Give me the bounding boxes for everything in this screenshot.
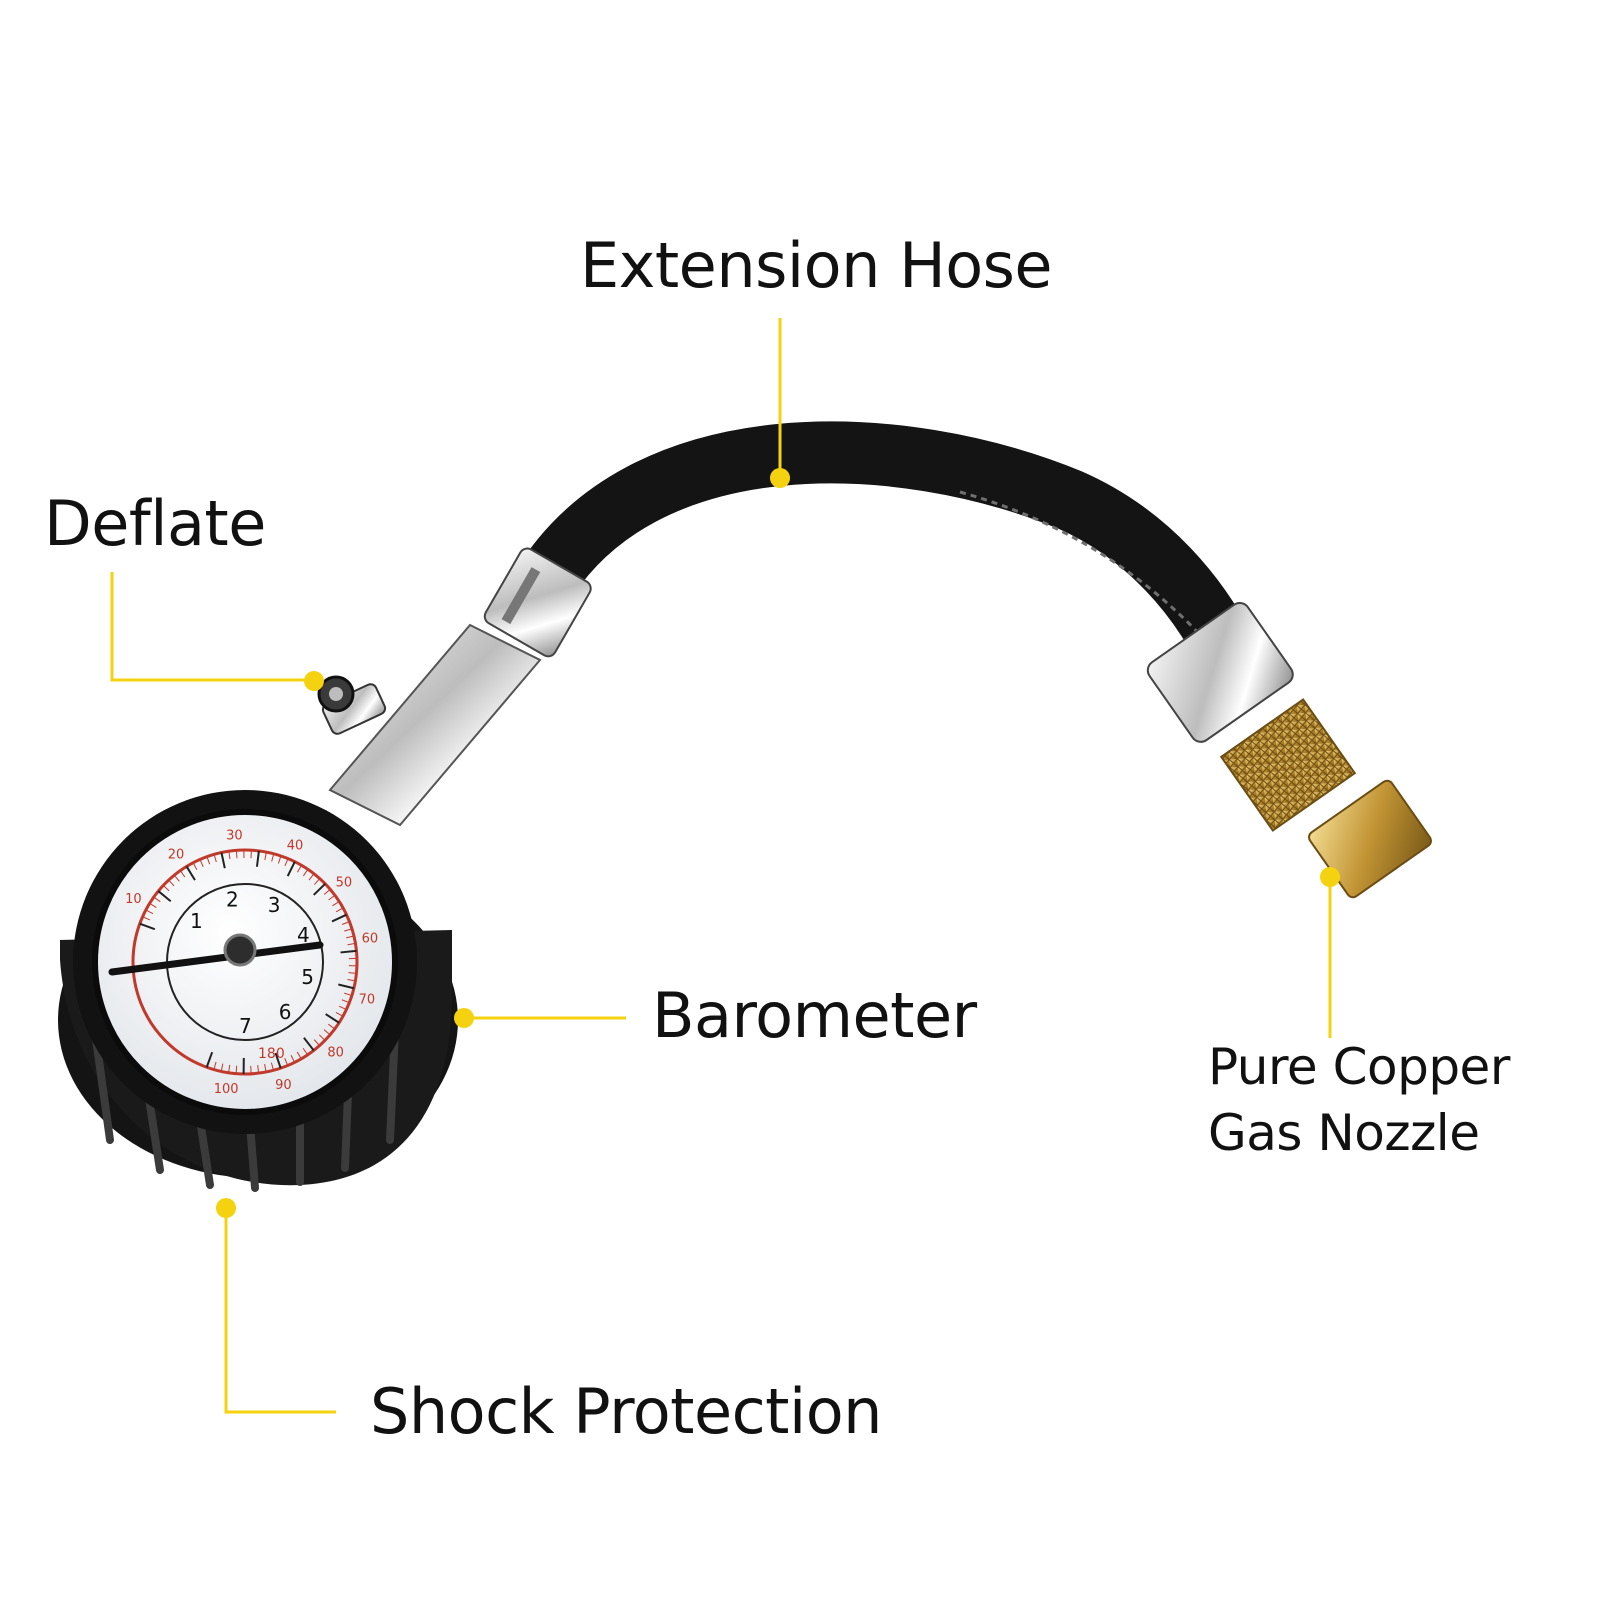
deflate-label: Deflate bbox=[44, 488, 266, 560]
dial-inner-label: 5 bbox=[301, 965, 314, 989]
dial-outer-label: 30 bbox=[226, 828, 243, 843]
dial-outer-label: 40 bbox=[287, 838, 304, 853]
nozzle-label-line1: Pure Copper bbox=[1208, 1034, 1510, 1100]
dial-outer-label: 10 bbox=[125, 892, 142, 907]
extension-hose-label: Extension Hose bbox=[580, 230, 1052, 302]
dial-tick bbox=[236, 850, 237, 858]
dial-inner-label: 1 bbox=[190, 909, 203, 933]
nozzle-label: Pure Copper Gas Nozzle bbox=[1208, 1034, 1510, 1166]
dial-inner-label: 7 bbox=[239, 1014, 252, 1038]
barometer-callout-dot bbox=[454, 1008, 474, 1028]
dial-outer-label: 20 bbox=[168, 848, 185, 863]
dial-inner-label: 3 bbox=[268, 893, 281, 917]
dial-outer-label: 50 bbox=[336, 876, 353, 891]
extension-hose-callout-dot bbox=[770, 468, 790, 488]
deflate-callout-line bbox=[112, 572, 314, 680]
nozzle-callout-dot bbox=[1320, 867, 1340, 887]
deflate-callout-dot bbox=[304, 671, 324, 691]
deflate-valve bbox=[319, 677, 387, 736]
barometer-label: Barometer bbox=[652, 980, 977, 1052]
shock-callout-line bbox=[226, 1218, 336, 1412]
dial-outer-label: 60 bbox=[362, 931, 379, 946]
dial-outer-label: 100 bbox=[214, 1082, 239, 1097]
dial-footer-text: 180 bbox=[258, 1046, 285, 1062]
dial-inner-label: 6 bbox=[279, 1000, 292, 1024]
extension-hose bbox=[540, 452, 1225, 650]
dial-inner-label: 2 bbox=[226, 887, 239, 911]
dial-outer-label: 70 bbox=[359, 993, 376, 1008]
nozzle-label-line2: Gas Nozzle bbox=[1208, 1100, 1510, 1166]
dial-tick bbox=[236, 1066, 237, 1074]
dial-outer-label: 80 bbox=[327, 1046, 344, 1061]
dial-outer-label: 90 bbox=[275, 1078, 292, 1093]
shock-protection-label: Shock Protection bbox=[370, 1376, 882, 1448]
shock-callout-dot bbox=[216, 1198, 236, 1218]
needle-hub bbox=[225, 935, 255, 965]
nozzle-assembly bbox=[1144, 599, 1433, 900]
